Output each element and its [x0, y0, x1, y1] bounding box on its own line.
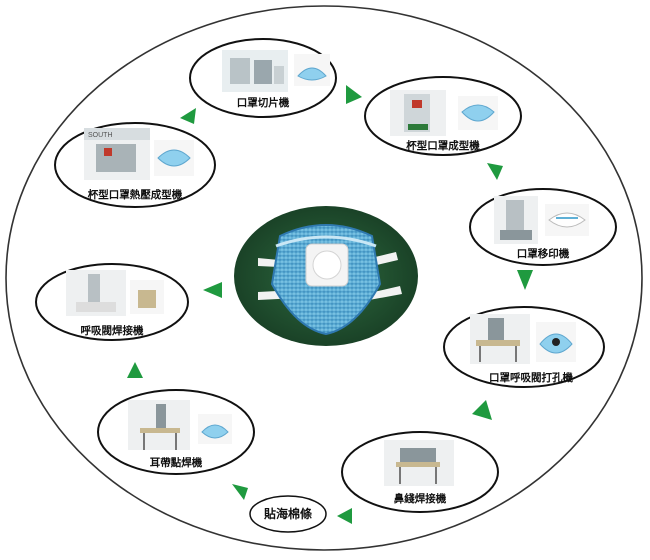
outer-boundary [5, 5, 643, 551]
arrow-down [517, 270, 533, 290]
node-label: 口罩切片機 [237, 96, 290, 109]
node-label: 杯型口罩熱壓成型機 [88, 188, 183, 201]
machine-photo [66, 270, 126, 316]
machine-photo [470, 314, 530, 364]
node-cup-forming: 杯型口罩成型機 [364, 76, 522, 156]
arrow-down [472, 400, 492, 420]
node-label: 貼海棉條 [264, 506, 313, 521]
node-valve-punching: 口罩呼吸閥打孔機 [443, 306, 605, 388]
machine-photo [384, 440, 454, 486]
mask-photo [294, 54, 330, 86]
machine-photo [222, 50, 288, 92]
machine-photo [128, 400, 190, 450]
arrow-up [127, 362, 143, 378]
node-label: 杯型口罩成型機 [406, 139, 480, 152]
mask-photo [154, 140, 194, 176]
machine-photo [390, 90, 446, 136]
arrow-up [232, 484, 248, 500]
mask-photo [198, 414, 232, 444]
node-label: 口罩呼吸閥打孔機 [489, 371, 573, 384]
flow-arrows [127, 85, 533, 524]
node-pad-printing: 口罩移印機 [469, 188, 617, 266]
arrow-right [203, 282, 222, 298]
node-earloop-welding: 耳帶點焊機 [97, 389, 255, 475]
arrow-left [337, 508, 352, 524]
node-sponge: 貼海棉條 [249, 495, 327, 533]
node-cutting: 口罩切片機 [189, 38, 337, 118]
node-label: 口罩移印機 [517, 247, 570, 260]
mask-photo [536, 322, 576, 362]
mask-photo [130, 280, 164, 314]
arrow-up-right [180, 108, 196, 124]
machine-photo: SOUTH [84, 128, 150, 180]
machine-screen-text: SOUTH [88, 132, 113, 139]
mask-photo [545, 204, 589, 236]
node-label: 鼻綫焊接機 [394, 492, 447, 505]
machine-photo [494, 196, 538, 244]
center-mask-image [234, 206, 418, 346]
mask-photo [458, 96, 498, 130]
node-label: 呼吸閥焊接機 [81, 324, 144, 337]
node-valve-welding: 呼吸閥焊接機 [35, 263, 189, 341]
arrow-right [346, 85, 362, 104]
node-nose-welding: 鼻綫焊接機 [341, 431, 499, 513]
arrow-down [487, 163, 503, 180]
node-label: 耳帶點焊機 [150, 456, 203, 469]
node-thermoforming: SOUTH 杯型口罩熱壓成型機 [54, 122, 216, 208]
